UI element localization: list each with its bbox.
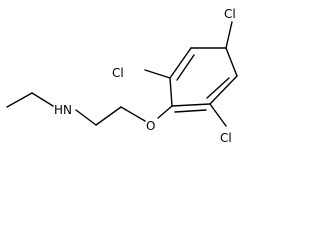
bond-cl-top	[225, 21, 233, 49]
bond-ethyl-ch3	[6, 92, 33, 108]
bond-cl-right	[209, 103, 227, 127]
structure-diagram: HN O Cl Cl Cl	[6, 7, 238, 145]
bond-ch2-ch2	[95, 106, 122, 126]
atom-label-cl-right: Cl	[220, 131, 232, 145]
bond-n-ch2	[75, 109, 97, 126]
bond-ch2-o	[120, 106, 146, 122]
bond-ethyl-ch2-n	[31, 92, 54, 107]
ring-bond-1-2	[169, 77, 173, 107]
bond-o-ring	[157, 105, 173, 119]
ring-double-bond-c	[174, 109, 207, 113]
atom-label-nh: HN	[54, 103, 72, 117]
atom-label-o: O	[146, 119, 155, 133]
ring-bond-5-6	[209, 75, 238, 105]
ring-double-bond-a	[176, 54, 195, 81]
ring-bond-2-3	[169, 47, 192, 79]
atom-label-cl-top: Cl	[224, 7, 236, 21]
ring-double-bond-b	[206, 77, 230, 99]
bond-cl-left	[144, 69, 171, 79]
ring-bond-6-1	[171, 103, 211, 107]
atom-label-cl-left: Cl	[112, 66, 124, 80]
ring-bond-4-5	[225, 47, 238, 77]
